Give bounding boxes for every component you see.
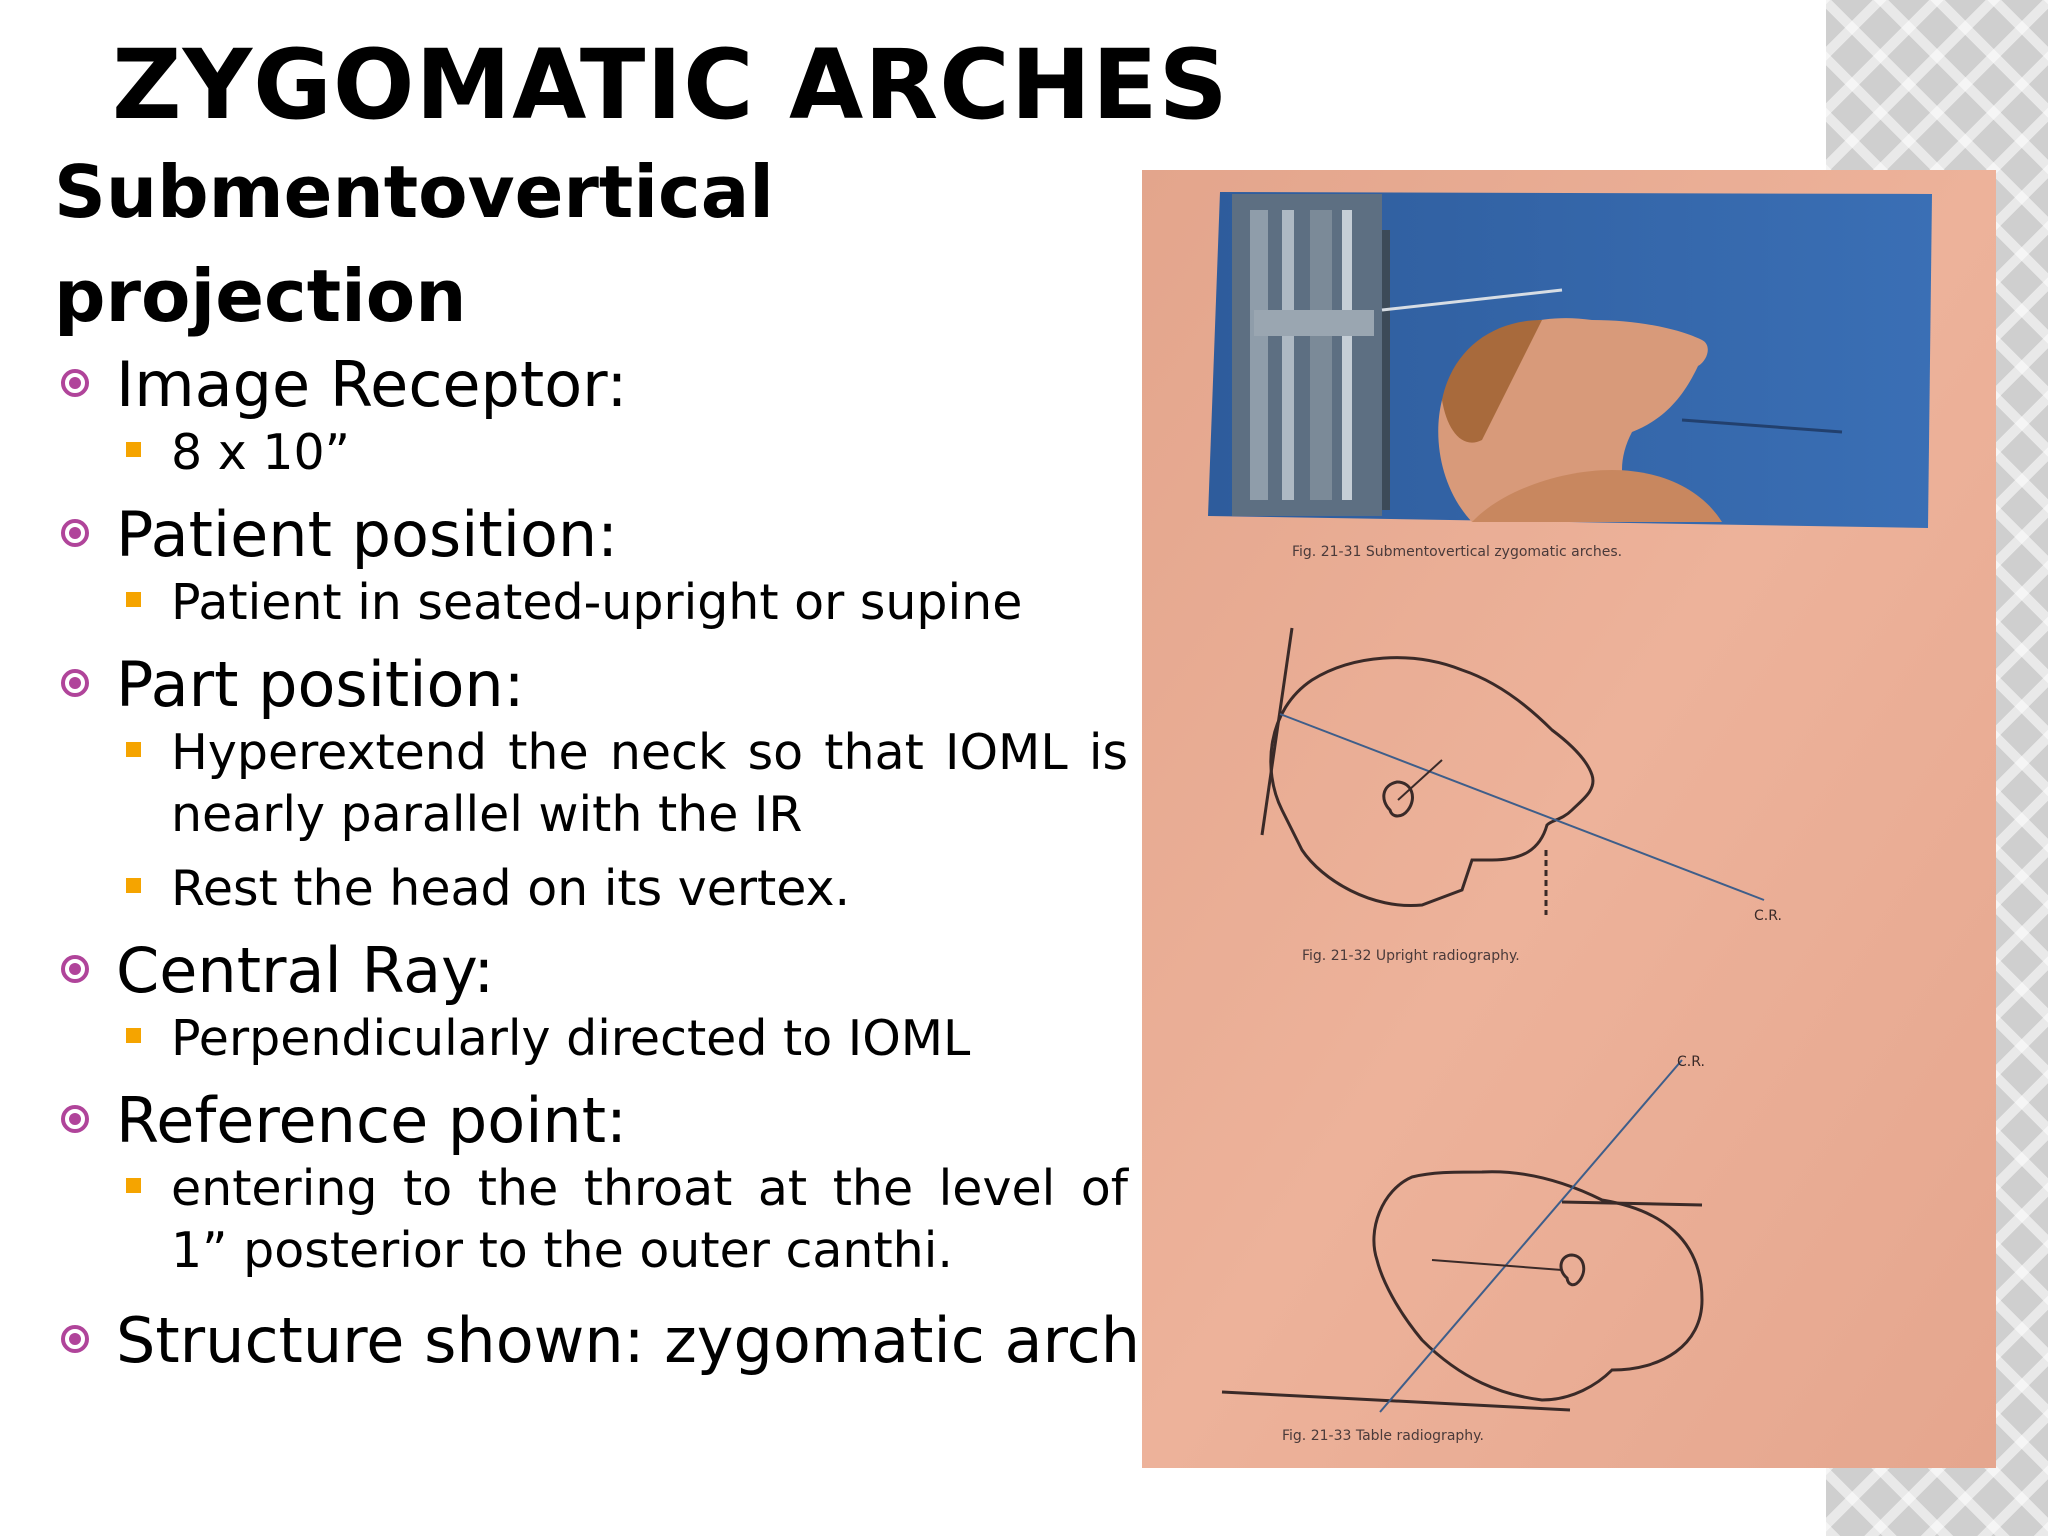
bullet-structure-shown: Structure shown: zygomatic arch	[58, 1304, 1140, 1378]
textbook-page-photo: Fig. 21-31 Submentovertical zygomatic ar…	[1142, 170, 1996, 1468]
bullet-heading: Structure shown: zygomatic arch	[116, 1304, 1140, 1377]
subtitle-line-2: projection	[54, 254, 467, 338]
upright-diagram	[1260, 627, 1765, 915]
square-bullet-icon	[126, 1178, 141, 1193]
sub-bullet: Hyperextend the neck so that IOML is nea…	[58, 722, 1128, 846]
bullet-heading: Image Receptor:	[116, 348, 628, 421]
target-bullet-icon	[61, 669, 89, 697]
bullet-reference-point: Reference point:	[58, 1084, 1128, 1158]
sub-bullet-text: entering to the throat at the level of 1…	[171, 1160, 1128, 1279]
bullet-part-position: Part position:	[58, 648, 1128, 722]
sub-bullet: Rest the head on its vertex.	[58, 858, 1128, 920]
bullet-heading: Reference point:	[116, 1084, 627, 1157]
sub-bullet-text: Perpendicularly directed to IOML	[171, 1010, 971, 1067]
cr-label-2: C.R.	[1677, 1054, 1705, 1070]
target-bullet-icon	[61, 519, 89, 547]
subtitle-line-1: Submentovertical	[54, 150, 774, 234]
bullet-image-receptor: Image Receptor:	[58, 348, 1128, 422]
square-bullet-icon	[126, 442, 141, 457]
square-bullet-icon	[126, 592, 141, 607]
square-bullet-icon	[126, 878, 141, 893]
bullet-heading: Patient position:	[116, 498, 619, 571]
table-diagram	[1221, 1059, 1704, 1413]
target-bullet-icon	[61, 1325, 89, 1353]
square-bullet-icon	[126, 1028, 141, 1043]
target-bullet-icon	[61, 955, 89, 983]
figure-caption-1: Fig. 21-31 Submentovertical zygomatic ar…	[1292, 544, 1622, 560]
sub-bullet-text: Rest the head on its vertex.	[171, 860, 851, 917]
slide-title: ZYGOMATIC ARCHES	[112, 29, 1229, 141]
sub-bullet-text: Patient in seated-upright or supine	[171, 574, 1023, 631]
positioning-photo	[1208, 192, 1932, 528]
slide-subtitle: Submentovertical projection	[54, 140, 954, 348]
bullet-central-ray: Central Ray:	[58, 934, 1128, 1008]
target-bullet-icon	[61, 369, 89, 397]
cr-label-1: C.R.	[1754, 908, 1782, 924]
sub-bullet: 8 x 10”	[58, 422, 1128, 484]
figure-caption-2: Fig. 21-32 Upright radiography.	[1302, 948, 1520, 964]
target-bullet-icon	[61, 1105, 89, 1133]
bullet-heading: Part position:	[116, 648, 525, 721]
sub-bullet-text: Hyperextend the neck so that IOML is nea…	[171, 724, 1128, 843]
sub-bullet: Patient in seated-upright or supine	[58, 572, 1128, 634]
bullet-heading: Central Ray:	[116, 934, 495, 1007]
square-bullet-icon	[126, 742, 141, 757]
figure-caption-3: Fig. 21-33 Table radiography.	[1282, 1428, 1484, 1444]
sub-bullet-text: 8 x 10”	[171, 424, 351, 481]
bullet-list: Image Receptor: 8 x 10” Patient position…	[58, 348, 1140, 1378]
sub-bullet: entering to the throat at the level of 1…	[58, 1158, 1128, 1282]
sub-bullet: Perpendicularly directed to IOML	[58, 1008, 1128, 1070]
bullet-patient-position: Patient position:	[58, 498, 1128, 572]
